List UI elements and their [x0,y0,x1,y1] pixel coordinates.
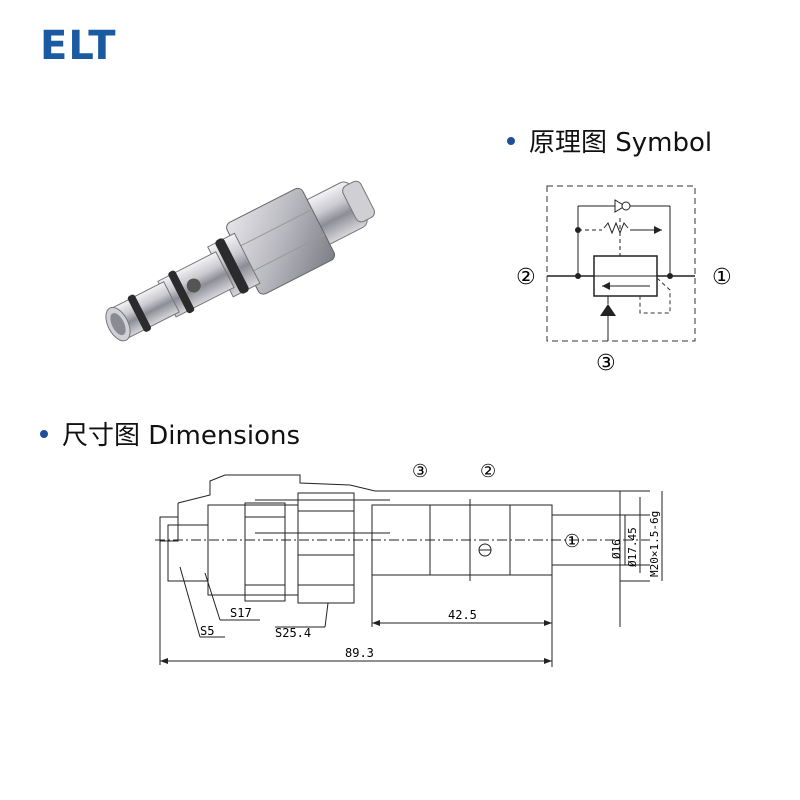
dimensions-heading: 尺寸图 Dimensions [40,415,300,452]
dim-42-5: 42.5 [448,608,477,622]
dim-thread: M20×1.5-6g [648,511,661,577]
dim-s5: S5 [200,624,214,638]
port-3-label: ③ [596,351,616,376]
dims-port-2: ② [480,461,496,482]
dims-port-3: ③ [412,461,428,482]
dim-89-3: 89.3 [345,646,374,660]
port-1-label: ① [712,265,732,290]
hydraulic-symbol: ② ① ③ [516,185,732,376]
dimensions-heading-text: 尺寸图 Dimensions [62,421,301,451]
symbol-heading: 原理图 Symbol [507,122,712,159]
bullet-icon [507,136,515,145]
dim-s25-4: S25.4 [275,626,311,640]
symbol-heading-text: 原理图 Symbol [529,128,713,158]
dim-dia-16: Ø16 [610,539,623,559]
bullet-icon [40,429,48,438]
brand-logo: ELT [40,23,117,69]
dim-s17: S17 [230,606,252,620]
dims-port-1: ① [564,531,580,552]
dim-dia-17-45: Ø17.45 [626,527,639,567]
dimension-drawing: S17 S5 S25.4 42.5 89.3 Ø16 Ø17.45 M20×1.… [155,461,663,667]
product-photo [105,180,375,342]
port-2-label: ② [516,265,536,290]
